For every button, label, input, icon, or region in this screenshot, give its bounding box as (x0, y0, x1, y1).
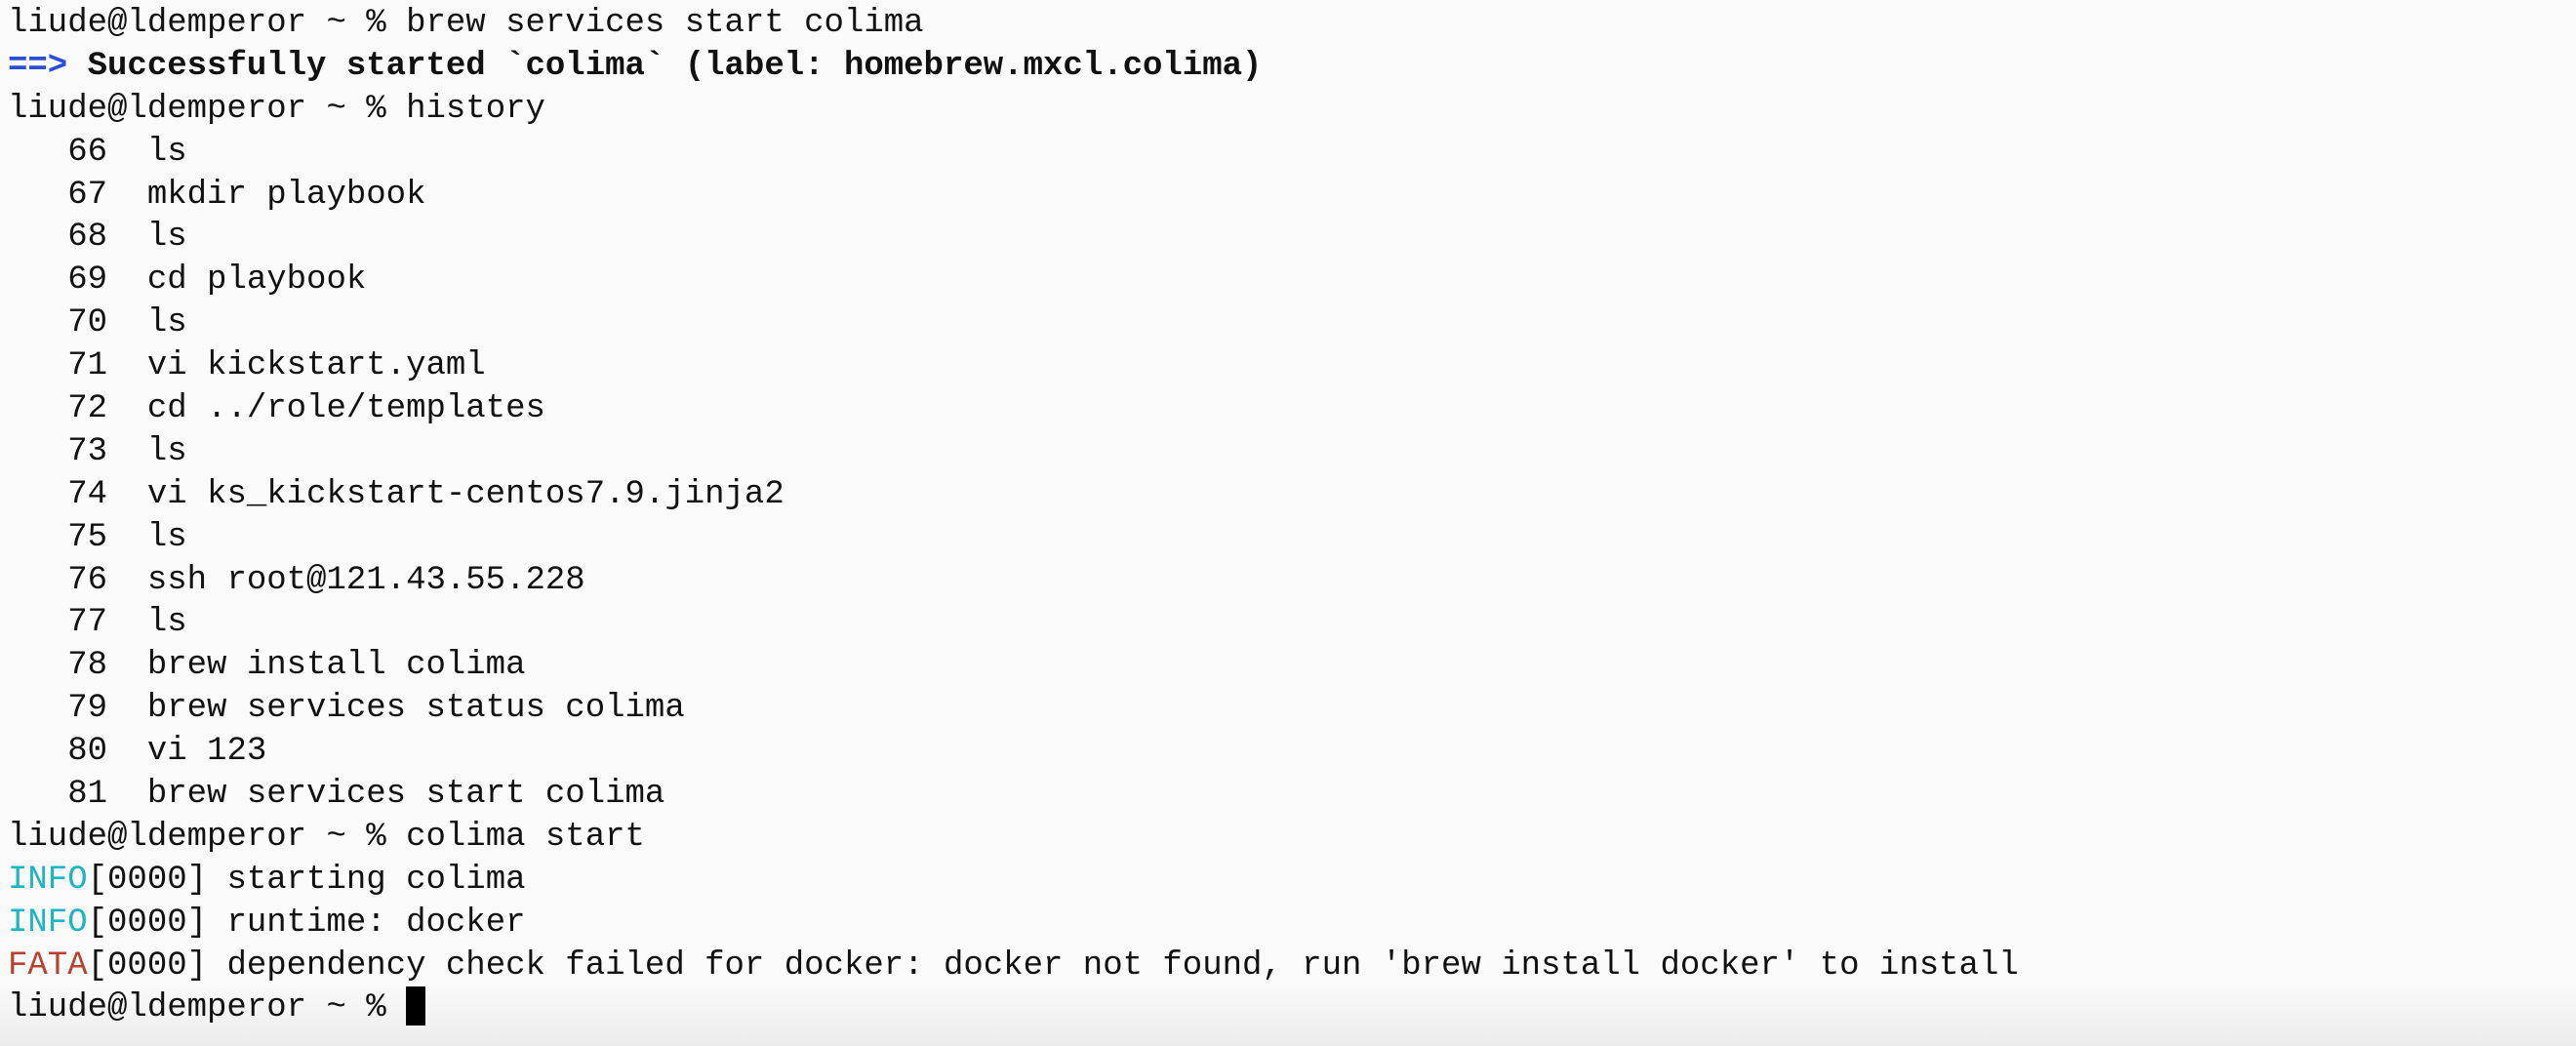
history-entry: 80 vi 123 (8, 731, 2576, 774)
history-number: 67 (8, 176, 147, 214)
history-number: 78 (8, 647, 147, 685)
log-message: [0000] starting colima (87, 861, 526, 899)
log-line: FATA[0000] dependency check failed for d… (8, 945, 2576, 988)
history-command: ssh root@121.43.55.228 (146, 561, 585, 599)
success-line: ==> Successfully started `colima` (label… (8, 46, 2576, 89)
history-entry: 70 ls (8, 302, 2576, 345)
history-entry: 79 brew services status colima (8, 688, 2576, 731)
history-number: 80 (8, 733, 147, 771)
history-command: ls (146, 304, 187, 342)
history-number: 77 (8, 604, 147, 642)
log-message: [0000] dependency check failed for docke… (87, 946, 2019, 985)
history-number: 81 (8, 776, 147, 814)
history-number: 72 (8, 390, 147, 428)
history-command: cd ../role/templates (146, 390, 545, 428)
command: history (406, 90, 545, 128)
history-command: brew services status colima (146, 690, 685, 728)
history-number: 75 (8, 518, 147, 556)
cursor (406, 986, 426, 1026)
history-number: 68 (8, 219, 147, 257)
history-entry: 71 vi kickstart.yaml (8, 345, 2576, 388)
history-number: 74 (8, 475, 147, 513)
history-command: brew services start colima (146, 776, 665, 814)
history-entry: 75 ls (8, 517, 2576, 560)
log-message: [0000] runtime: docker (87, 904, 526, 942)
history-entry: 69 cd playbook (8, 260, 2576, 302)
prompt: liude@ldemperor ~ % (8, 818, 407, 856)
history-entry: 81 brew services start colima (8, 774, 2576, 817)
history-command: cd playbook (146, 262, 367, 300)
log-level: FATA (8, 946, 88, 985)
command: brew services start colima (406, 5, 924, 42)
history-number: 71 (8, 347, 147, 385)
command-line: liude@ldemperor ~ % colima start (8, 817, 2576, 860)
prompt: liude@ldemperor ~ % (8, 90, 407, 128)
history-entry: 74 vi ks_kickstart-centos7.9.jinja2 (8, 474, 2576, 517)
history-number: 79 (8, 690, 147, 728)
history-entry: 66 ls (8, 132, 2576, 175)
command: colima start (406, 818, 645, 856)
history-list: 66 ls 67 mkdir playbook 68 ls 69 cd play… (8, 132, 2576, 817)
command-line: liude@ldemperor ~ % brew services start … (8, 3, 2576, 46)
history-number: 70 (8, 304, 147, 342)
arrow-icon: ==> (8, 47, 68, 85)
history-command: ls (146, 518, 187, 556)
log-line: INFO[0000] starting colima (8, 860, 2576, 903)
history-command: vi ks_kickstart-centos7.9.jinja2 (146, 475, 785, 513)
history-entry: 72 cd ../role/templates (8, 388, 2576, 431)
history-command: ls (146, 432, 187, 470)
history-entry: 73 ls (8, 431, 2576, 474)
history-command: vi kickstart.yaml (146, 347, 486, 385)
history-number: 73 (8, 432, 147, 470)
prompt: liude@ldemperor ~ % (8, 5, 407, 42)
history-number: 76 (8, 561, 147, 599)
history-command: mkdir playbook (146, 176, 426, 214)
history-entry: 67 mkdir playbook (8, 175, 2576, 218)
history-number: 69 (8, 262, 147, 300)
log-level: INFO (8, 904, 88, 942)
history-entry: 77 ls (8, 602, 2576, 645)
history-command: brew install colima (146, 647, 526, 685)
command-line: liude@ldemperor ~ % history (8, 89, 2576, 132)
log-level: INFO (8, 861, 88, 899)
history-command: vi 123 (146, 733, 267, 771)
success-message: Successfully started `colima` (label: ho… (67, 47, 1263, 85)
log-line: INFO[0000] runtime: docker (8, 903, 2576, 945)
history-entry: 68 ls (8, 217, 2576, 260)
history-entry: 78 brew install colima (8, 645, 2576, 688)
history-command: ls (146, 604, 187, 642)
history-number: 66 (8, 133, 147, 171)
history-command: ls (146, 133, 187, 171)
active-prompt-line[interactable]: liude@ldemperor ~ % (8, 986, 2576, 1030)
terminal-output[interactable]: liude@ldemperor ~ % brew services start … (8, 3, 2576, 1030)
history-entry: 76 ssh root@121.43.55.228 (8, 560, 2576, 603)
prompt: liude@ldemperor ~ % (8, 989, 407, 1027)
history-command: ls (146, 219, 187, 257)
